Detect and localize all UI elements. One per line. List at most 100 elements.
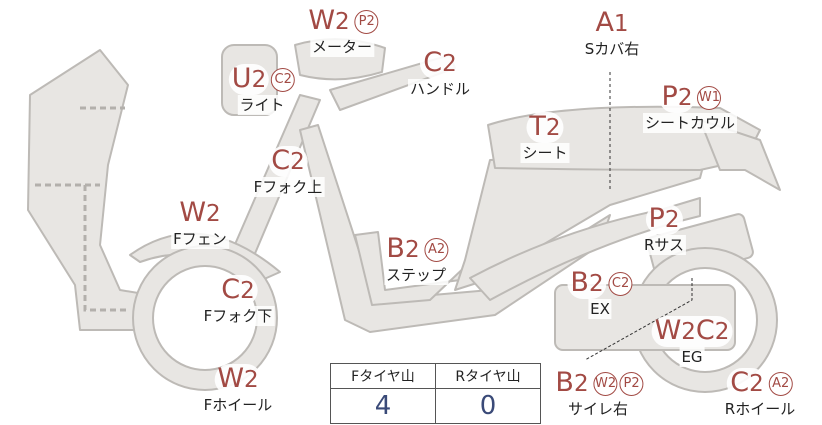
fork-upper-grades: C2 [252,146,325,177]
light-grades: U2 C2 [228,64,296,95]
seat-cowl-label: シートカウル [642,113,738,133]
grade-number: 2 [677,85,693,111]
grade-code: C2 [730,368,764,399]
exhaust-label: EX [588,299,612,319]
rear-suspension-grade: P2 [645,203,683,235]
meter-sub-grade: P2 [354,9,379,34]
grade-number: 2 [714,319,730,345]
grade-code: W2 [308,6,349,37]
rear-tire-value: 0 [435,388,541,424]
rear-wheel-sub-grade: A2 [768,371,793,396]
fender-grade: W2 [176,198,224,229]
fender-callout[interactable]: W2 Fフェン [171,198,229,249]
grade-letter: C [271,145,291,176]
seat-cowl-grades: P2 W1 [643,82,737,113]
grade-code: C2 [271,146,305,177]
fork-lower-label: Fフォク下 [201,306,275,326]
engine-callout[interactable]: W2C2 EG [651,315,733,367]
light-sub-grade: C2 [271,67,296,92]
muffler-right-callout[interactable]: B2 W2 P2 サイレ右 [552,367,644,419]
fork-lower-grade: C2 [218,275,258,306]
front-wheel-label: Fホイール [201,395,275,415]
grade-letter: W [308,5,336,36]
grade-letter: T [529,111,546,142]
side-cover-right-callout[interactable]: A1 Sカバ右 [582,8,642,59]
exhaust-grade: B2 [567,267,607,299]
light-callout[interactable]: U2 C2 ライト [228,64,296,115]
rear-suspension-grades: P2 [642,204,686,235]
grade-number: 2 [588,271,604,297]
grade-code: B2 [386,234,419,265]
handle-label: ハンドル [407,79,473,99]
grade-code: T2 [529,112,560,143]
exhaust-sub-grade: C2 [608,271,633,296]
front-wheel-grades: W2 [202,364,275,395]
meter-grade: W2 [305,6,353,37]
rear-wheel-callout[interactable]: C2 A2 Rホイール [722,368,798,419]
meter-grades: W2 P2 [305,6,379,37]
rear-suspension-callout[interactable]: P2 Rサス [641,204,687,255]
grade-number: 2 [749,371,764,397]
front-wheel-grade: W2 [214,364,262,395]
handle-callout[interactable]: C2 ハンドル [407,48,473,99]
step-grades: B2 A2 [383,234,449,265]
grade-code: W2 [179,198,220,229]
tire-tread-table: Fタイヤ山 Rタイヤ山 4 0 [330,363,541,424]
seat-grades: T2 [520,112,569,143]
muffler-right-grade: B2 [552,367,592,399]
grade-code: A1 [595,8,628,39]
grade-letter: B [570,267,589,298]
grade-number: 2 [290,149,305,175]
grade-letter: P [648,203,665,234]
meter-label: メーター [309,37,374,57]
grade-letter: C [695,315,715,346]
seat-grade: T2 [526,112,564,143]
seat-callout[interactable]: T2 シート [520,112,570,163]
front-tire-header: Fタイヤ山 [330,363,436,389]
handle-grade: C2 [420,48,460,79]
fender-grades: W2 [171,198,229,229]
grade-letter: B [386,233,405,264]
rear-wheel-label: Rホイール [722,399,798,419]
grade-code: C2 [221,275,255,306]
fork-lower-grades: C2 [202,275,275,306]
seat-cowl-sub-grade: W1 [697,85,722,110]
grade-code: P2 [662,82,693,113]
muffler-right-sub-grade-1: W2 [593,371,618,396]
grade-number: 2 [244,367,259,393]
seat-label: シート [520,143,570,163]
meter-callout[interactable]: W2 P2 メーター [305,6,379,57]
engine-grade: W2C2 [651,315,733,347]
step-sub-grade: A2 [424,237,449,262]
grade-letter: C [730,367,750,398]
grade-code: W2 [217,364,258,395]
muffler-right-sub-grade-2: P2 [619,371,644,396]
grade-letter: A [595,7,614,38]
rear-cowl-shape [699,119,781,191]
seat-cowl-callout[interactable]: P2 W1 シートカウル [642,82,738,133]
exhaust-callout[interactable]: B2 C2 EX [567,267,633,319]
handle-grades: C2 [408,48,472,79]
grade-letter: P [661,81,678,112]
fork-lower-callout[interactable]: C2 Fフォク下 [201,275,275,326]
grade-code: C2 [423,48,457,79]
rear-wheel-grades: C2 A2 [723,368,797,399]
fork-upper-callout[interactable]: C2 Fフォク上 [251,146,325,197]
grade-letter: B [555,367,574,398]
step-callout[interactable]: B2 A2 ステップ [383,234,449,285]
grade-number: 2 [664,207,680,233]
fork-upper-label: Fフォク上 [251,177,325,197]
grade-number: 2 [442,51,457,77]
fork-upper-grade: C2 [268,146,308,177]
grade-number: 2 [404,237,420,263]
grade-letter: W [654,315,682,346]
exhaust-shape [469,197,701,301]
grade-number: 2 [545,115,561,141]
grade-letter: W [179,197,207,228]
grade-letter: W [217,363,245,394]
front-wheel-callout[interactable]: W2 Fホイール [201,364,275,415]
side-cover-right-grade: A1 [592,8,632,39]
exhaust-grades: B2 C2 [567,267,633,299]
fender-label: Fフェン [171,229,229,249]
